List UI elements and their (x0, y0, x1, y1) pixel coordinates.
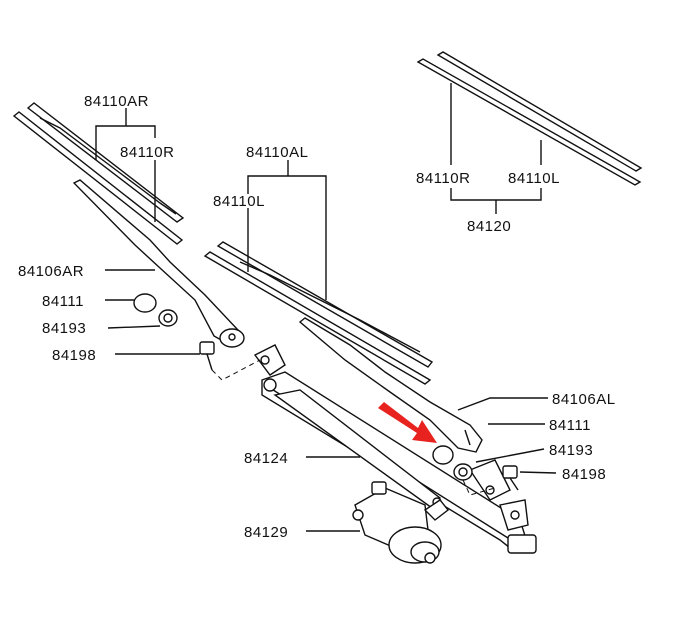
label-84106AL: 84106AL (552, 391, 616, 408)
label-84111-left: 84111 (549, 417, 591, 434)
part-labels: 84110AR 84110R 84110AL 84110L 84110R 841… (18, 93, 616, 541)
leader-lines (95, 83, 557, 532)
right-wiper-blade (12, 102, 185, 245)
left-wiper-arm (298, 317, 483, 453)
label-84110AL: 84110AL (246, 144, 308, 161)
label-84110L-blade: 84110L (213, 193, 265, 210)
label-84198-left: 84198 (562, 466, 606, 483)
left-wiper-blade (203, 241, 434, 385)
wiper-motor (352, 481, 449, 564)
highlight-arrow (378, 402, 437, 443)
label-84110L-refill: 84110L (508, 170, 560, 187)
label-84198-right: 84198 (52, 347, 96, 364)
left-hardware (432, 445, 519, 496)
wiper-linkage (253, 344, 537, 554)
label-84106AR: 84106AR (18, 263, 84, 280)
label-84110AR: 84110AR (84, 93, 149, 110)
label-84124: 84124 (244, 450, 288, 467)
label-84120: 84120 (467, 218, 511, 235)
label-84110R-blade: 84110R (120, 144, 174, 161)
label-84110R-refill: 84110R (416, 170, 470, 187)
refill-strips (416, 51, 643, 186)
label-84193-right: 84193 (42, 320, 86, 337)
right-hardware (133, 293, 261, 381)
label-84129: 84129 (244, 524, 288, 541)
right-wiper-arm (72, 179, 245, 348)
label-84193-left: 84193 (549, 442, 593, 459)
label-84111-right: 84111 (42, 293, 84, 310)
